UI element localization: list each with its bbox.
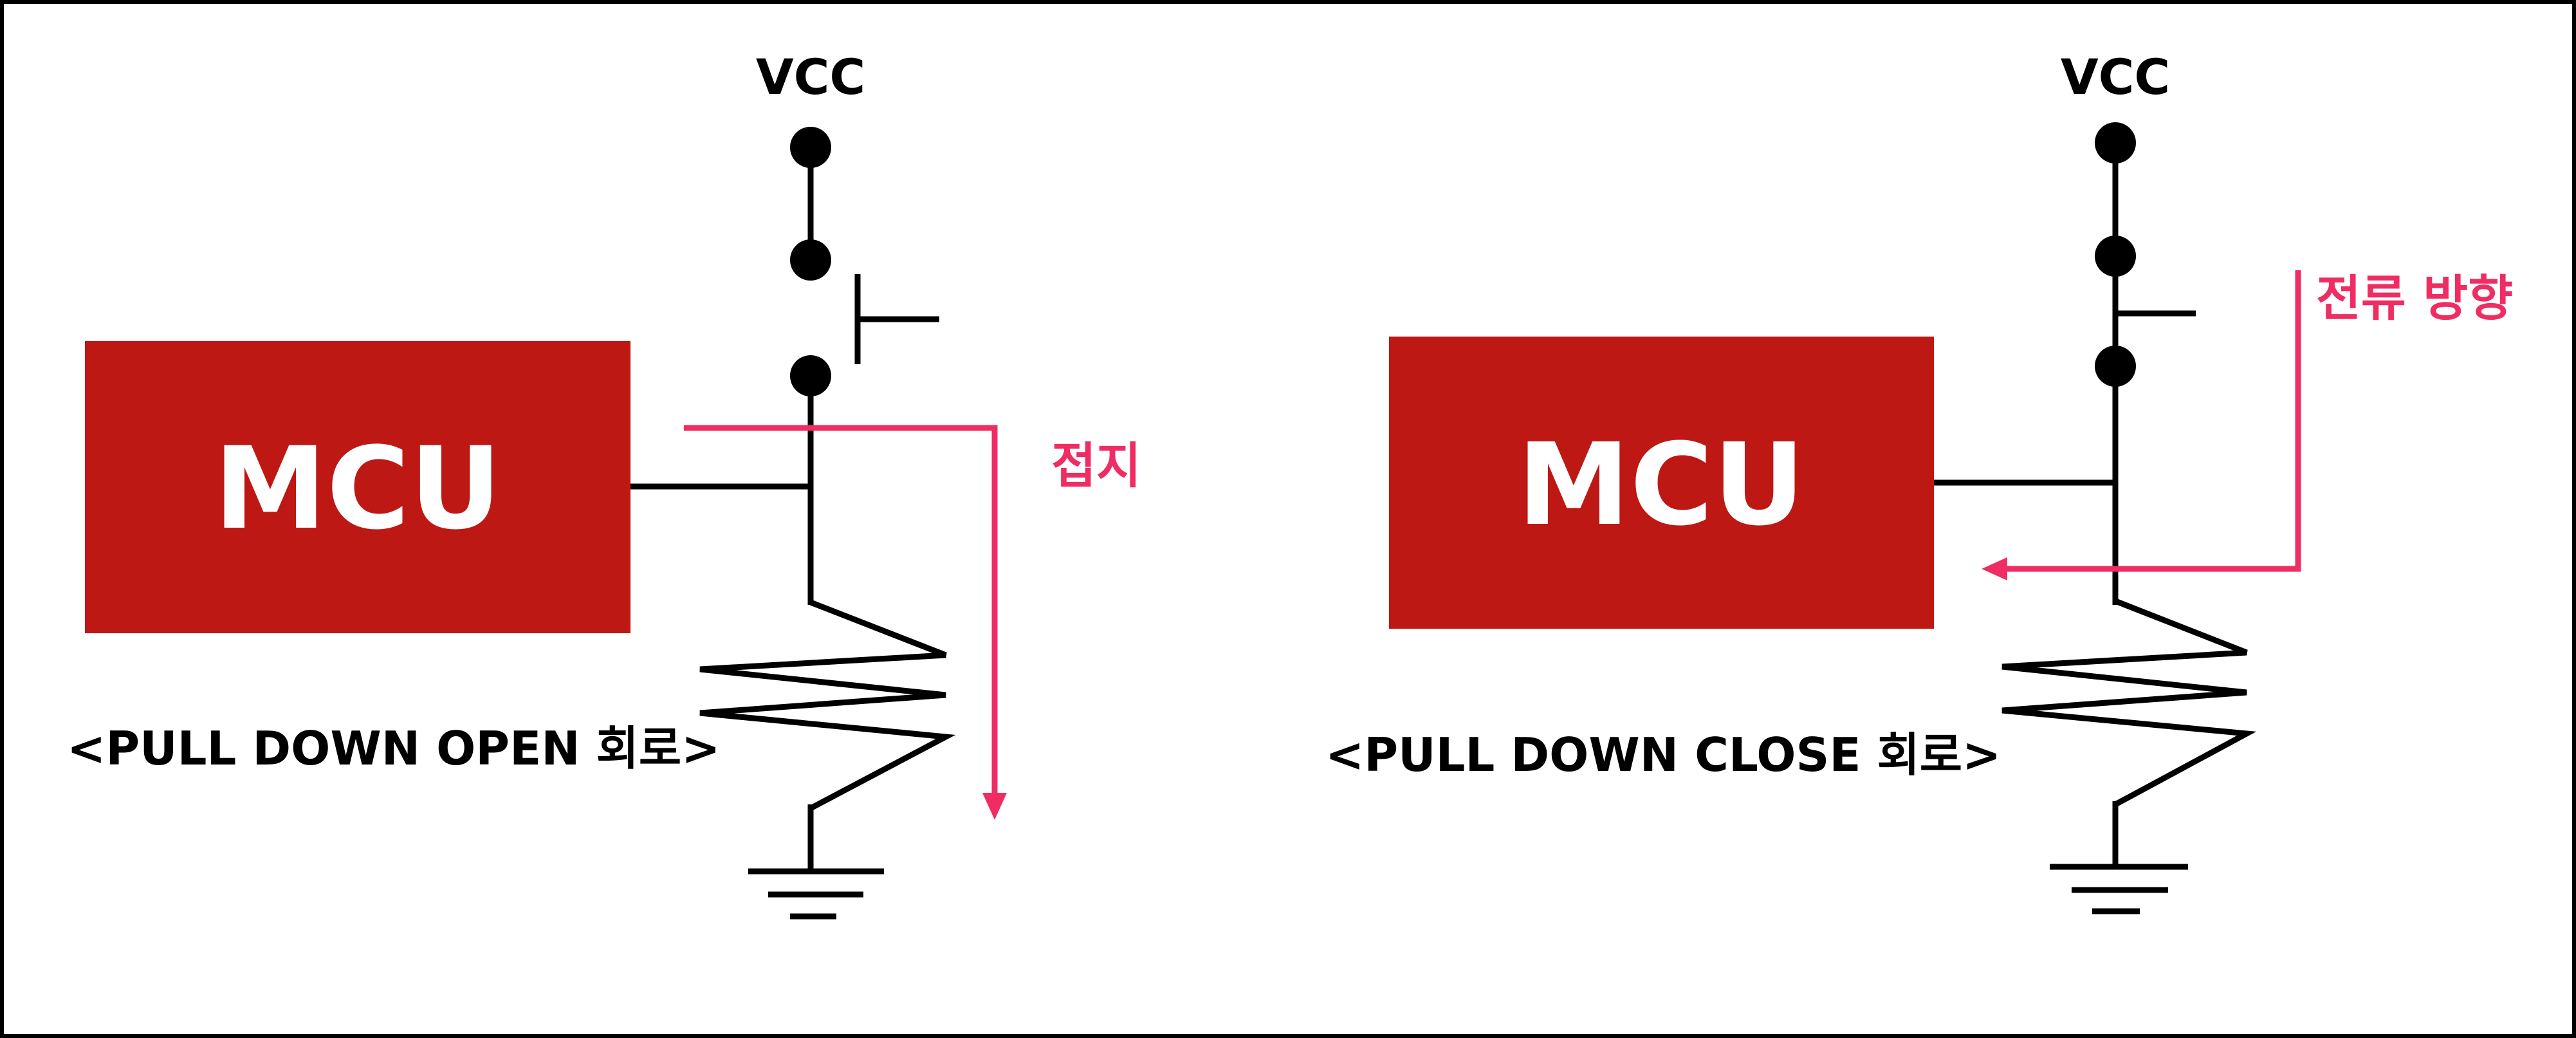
close-mcu-block (1389, 337, 1934, 629)
open-resistor (699, 599, 956, 811)
close-current-arrow (2002, 270, 2301, 572)
open-switch-contact-top (790, 239, 831, 281)
close-current-arrowhead (1982, 557, 2007, 580)
close-circuit-title: <PULL DOWN CLOSE 회로> (1325, 728, 2001, 782)
open-push-button (854, 274, 939, 364)
open-vcc-node (790, 127, 831, 168)
close-current-label: 전류 방향 (2316, 270, 2513, 327)
close-resistor (2001, 598, 2257, 807)
close-mcu-label: MCU (1517, 419, 1805, 551)
open-ground-arrow (684, 425, 998, 798)
open-vcc-label: VCC (756, 48, 865, 106)
open-mcu-label: MCU (214, 423, 501, 555)
close-switch-contact-bottom (2095, 346, 2136, 387)
open-mcu-block (85, 341, 630, 633)
open-circuit: VCC MCU <PULL DOWN OPEN 회로> (67, 48, 1141, 920)
close-vcc-label: VCC (2061, 48, 2170, 106)
open-ground-arrowhead (982, 793, 1007, 820)
close-vcc-node (2095, 122, 2136, 163)
close-switch-contact-top (2095, 236, 2136, 277)
open-ground-label: 접지 (1051, 437, 1141, 494)
close-ground-symbol (2050, 801, 2188, 914)
close-circuit: VCC MCU <PULL DOWN CLOSE 회로> 전류 방향 (1325, 48, 2513, 914)
open-circuit-title: <PULL DOWN OPEN 회로> (67, 721, 720, 775)
open-ground-symbol (748, 804, 884, 920)
